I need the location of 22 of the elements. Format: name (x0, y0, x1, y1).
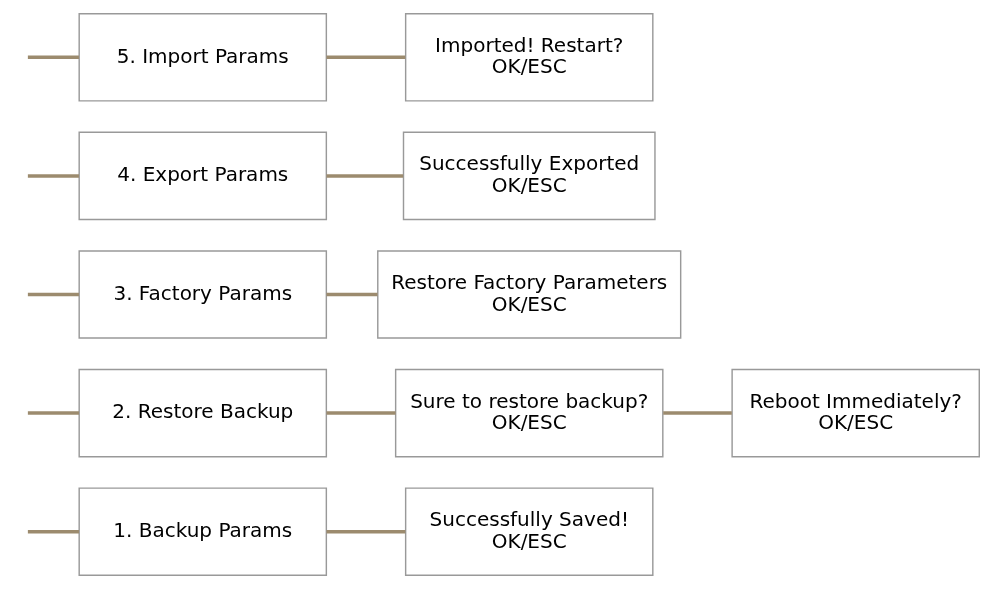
node-box: 5. Import Params (77, 13, 327, 102)
node-box: 4. Export Params (77, 131, 327, 221)
node-box: Reboot Immediately? OK/ESC (730, 368, 980, 458)
connector (27, 529, 79, 534)
connector (326, 529, 405, 534)
node-box: Sure to restore backup? OK/ESC (394, 368, 664, 458)
node-box: Successfully Saved! OK/ESC (404, 487, 654, 576)
connector (27, 292, 79, 297)
connector (326, 174, 403, 178)
connector (326, 292, 377, 297)
connector (27, 174, 79, 178)
node-box: Imported! Restart? OK/ESC (404, 13, 654, 102)
connector (27, 411, 79, 415)
connector (326, 55, 405, 60)
connector (27, 55, 79, 60)
connector (662, 411, 732, 415)
node-box: 2. Restore Backup (77, 368, 327, 458)
node-box: 3. Factory Params (77, 250, 327, 339)
node-box: Successfully Exported OK/ESC (402, 131, 656, 221)
node-box: 1. Backup Params (77, 487, 327, 576)
node-box: Restore Factory Parameters OK/ESC (376, 250, 681, 339)
connector (326, 411, 396, 415)
